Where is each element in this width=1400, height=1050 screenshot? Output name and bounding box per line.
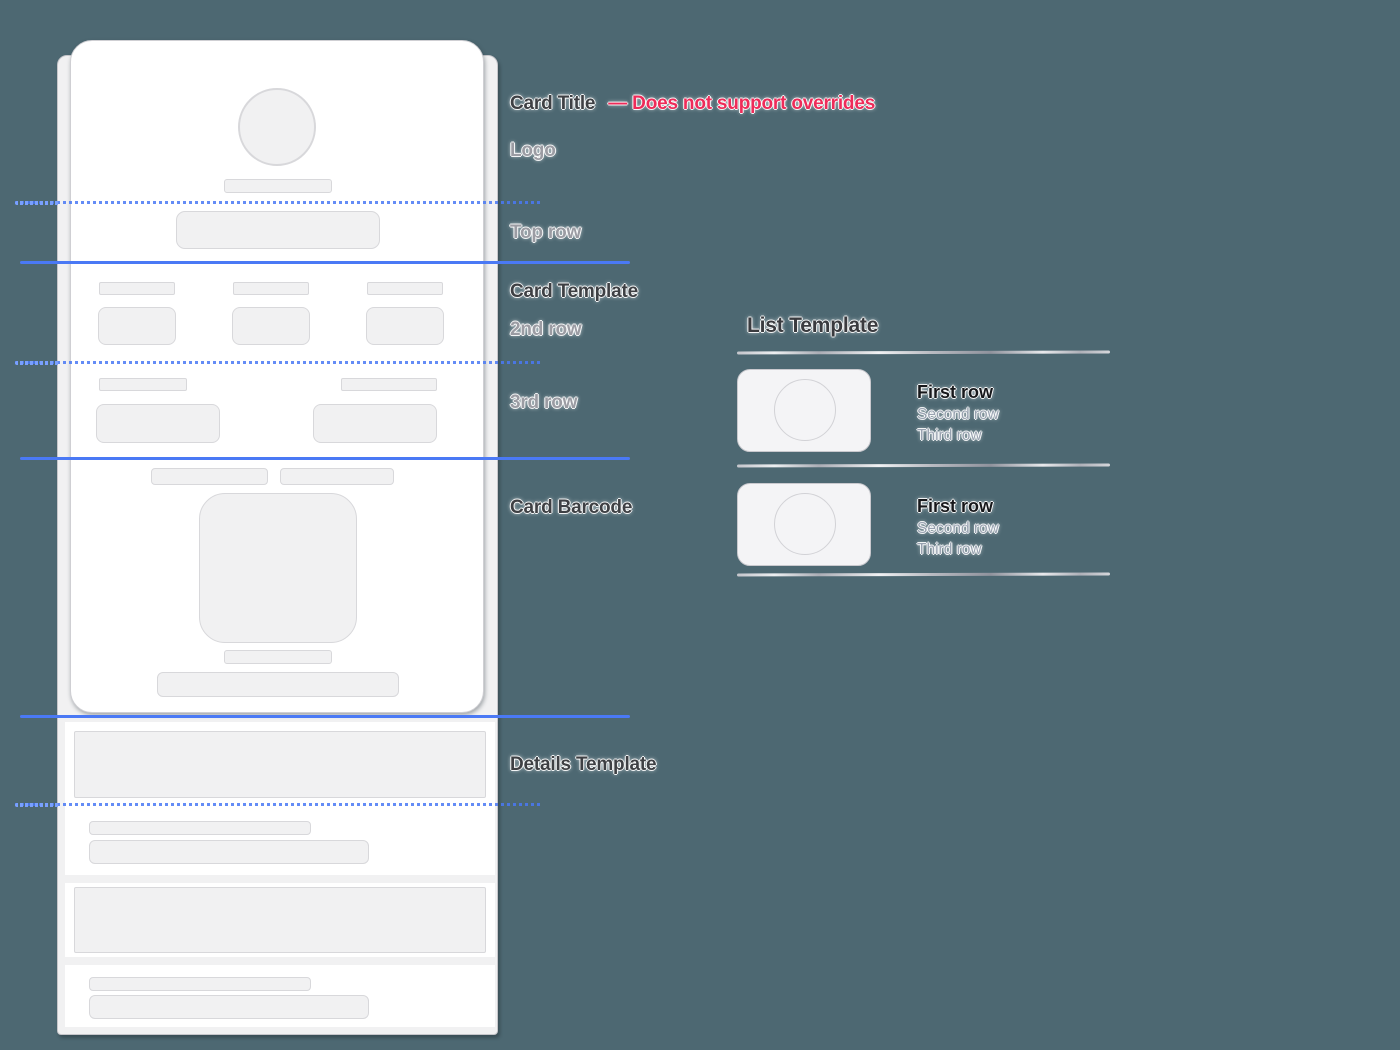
list-separator-3 xyxy=(736,572,1111,577)
barcode-placeholder xyxy=(199,493,357,643)
details-value-placeholder-1 xyxy=(89,840,369,864)
guide-tick-logo xyxy=(15,201,59,205)
guide-tick-second-row xyxy=(15,361,59,365)
barcode-label-placeholder-1 xyxy=(151,468,268,485)
logo-annotation: Logo xyxy=(510,140,556,161)
list-item-1-first-row: First row xyxy=(917,382,994,402)
third-row-label-placeholder-2 xyxy=(341,378,437,391)
details-block-placeholder-2 xyxy=(74,887,486,953)
details-block-placeholder-1 xyxy=(74,731,486,798)
top-row-annotation: Top row xyxy=(510,222,582,243)
second-row-label-placeholder-1 xyxy=(99,282,175,295)
guide-dotted-logo xyxy=(15,201,540,204)
list-item-1-second-row: Second row xyxy=(917,406,999,423)
card-title-note: — Does not support overrides xyxy=(608,93,876,114)
second-row-value-placeholder-2 xyxy=(232,307,310,345)
list-item-circle-icon-2 xyxy=(774,493,836,555)
third-row-value-placeholder-2 xyxy=(313,404,437,443)
guide-solid-barcode xyxy=(20,457,630,460)
second-row-annotation: 2nd row xyxy=(510,319,582,340)
details-label-placeholder-1 xyxy=(89,821,311,835)
barcode-caption-placeholder xyxy=(157,672,399,697)
barcode-label-placeholder-2 xyxy=(280,468,394,485)
list-item-2-third-row: Third row xyxy=(917,541,982,558)
guide-solid-details xyxy=(20,715,630,718)
guide-dotted-details xyxy=(15,803,540,806)
guide-tick-details xyxy=(15,803,59,807)
list-separator-2 xyxy=(736,463,1111,468)
list-item-thumbnail-2 xyxy=(737,483,871,566)
top-row-placeholder xyxy=(176,211,380,249)
list-item-2-second-row: Second row xyxy=(917,520,999,537)
logo-text-placeholder xyxy=(224,179,332,193)
third-row-value-placeholder-1 xyxy=(96,404,220,443)
list-template-title: List Template xyxy=(747,314,879,337)
list-item-circle-icon-1 xyxy=(774,379,836,441)
card-title-annotation: Card Title — Does not support overrides xyxy=(510,93,875,115)
second-row-label-placeholder-3 xyxy=(367,282,443,295)
details-template-annotation: Details Template xyxy=(510,754,657,775)
list-item-1-third-row: Third row xyxy=(917,427,982,444)
card-barcode-annotation: Card Barcode xyxy=(510,497,633,518)
second-row-value-placeholder-1 xyxy=(98,307,176,345)
guide-solid-top-row xyxy=(20,261,630,264)
details-value-placeholder-2 xyxy=(89,995,369,1019)
logo-circle-placeholder xyxy=(238,88,316,166)
list-separator-1 xyxy=(736,350,1111,355)
third-row-label-placeholder-1 xyxy=(99,378,187,391)
list-item-2-first-row: First row xyxy=(917,496,994,516)
details-label-placeholder-2 xyxy=(89,977,311,991)
barcode-alt-text-placeholder xyxy=(224,650,332,664)
card-template-preview xyxy=(70,40,484,713)
second-row-label-placeholder-2 xyxy=(233,282,309,295)
third-row-annotation: 3rd row xyxy=(510,392,578,413)
list-item-thumbnail-1 xyxy=(737,369,871,452)
card-template-annotation: Card Template xyxy=(510,281,638,302)
second-row-value-placeholder-3 xyxy=(366,307,444,345)
card-title-label: Card Title xyxy=(510,93,596,114)
guide-dotted-second-row xyxy=(15,361,540,364)
